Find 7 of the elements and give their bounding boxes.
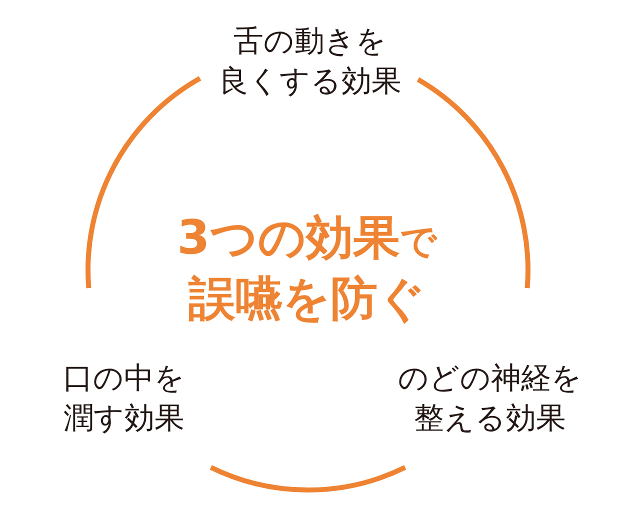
effect-label: 口の中を潤す効果	[63, 359, 185, 439]
effect-label: のどの神経を整える効果	[398, 359, 582, 439]
connector-arc	[86, 76, 202, 288]
headline-text: 3つの効果で誤嚥を防ぐ	[177, 210, 437, 328]
connector-arc	[210, 465, 406, 492]
effect-label: 舌の動きを良くする効果	[218, 22, 402, 102]
connector-arc	[416, 77, 530, 288]
